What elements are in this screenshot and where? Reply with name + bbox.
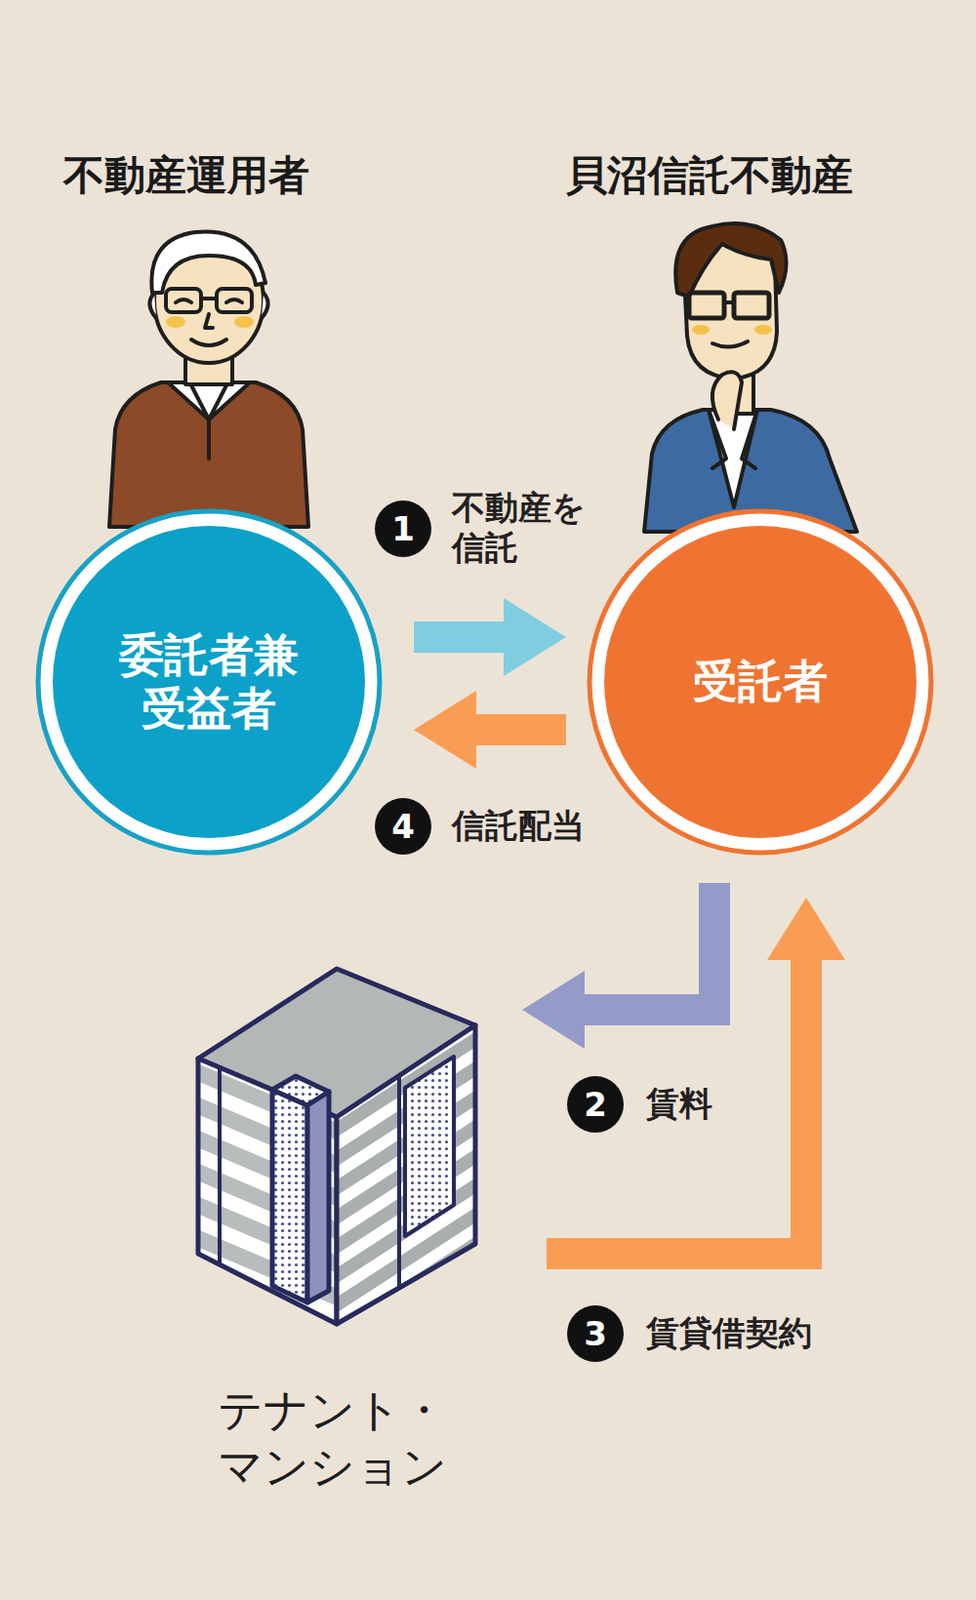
role-name: 委託者兼 受益者 bbox=[110, 628, 308, 736]
arrow-shaft bbox=[413, 621, 506, 653]
edge-label: 不動産を 信託 bbox=[451, 488, 599, 569]
circle-ring bbox=[38, 511, 380, 854]
circle-ring bbox=[589, 511, 932, 854]
arrow-head bbox=[503, 598, 567, 677]
role-circle: 委託者兼 受益者 bbox=[35, 508, 383, 856]
circle-fill bbox=[604, 526, 917, 839]
heading: 貝沼信託不動産 bbox=[566, 148, 854, 204]
building-label: テナント・ マンション bbox=[217, 1382, 470, 1496]
circle-fill bbox=[52, 526, 366, 839]
role-circle: 受託者 bbox=[586, 508, 935, 856]
edge-label: 賃料 bbox=[646, 1084, 713, 1125]
circle-text-wrap: 受託者 bbox=[586, 508, 935, 856]
arrow-head bbox=[767, 897, 846, 961]
arrow-shaft bbox=[474, 714, 567, 746]
callout-number: 3 bbox=[567, 1305, 624, 1363]
heading: 不動産運用者 bbox=[63, 148, 310, 204]
role-name: 受託者 bbox=[692, 654, 828, 709]
edge-label: 賃貸借契約 bbox=[646, 1313, 813, 1354]
callout-number: 1 bbox=[374, 500, 432, 558]
arrow-shaft bbox=[546, 958, 807, 1255]
arrow-shaft bbox=[582, 883, 715, 1011]
edge-label: 信託配当 bbox=[451, 806, 585, 847]
flow-arrow bbox=[546, 897, 846, 1255]
circle-text-wrap: 委託者兼 受益者 bbox=[35, 508, 383, 856]
arrow-head bbox=[522, 971, 585, 1050]
flow-arrow bbox=[413, 598, 567, 677]
flow-arrow bbox=[522, 883, 715, 1050]
flow-arrow bbox=[413, 691, 567, 770]
arrow-head bbox=[413, 691, 477, 770]
building-node: テナント・ マンション bbox=[190, 961, 484, 1496]
callout-number: 2 bbox=[567, 1076, 624, 1134]
building-illustration bbox=[190, 961, 484, 1333]
callout-number: 4 bbox=[374, 798, 432, 855]
